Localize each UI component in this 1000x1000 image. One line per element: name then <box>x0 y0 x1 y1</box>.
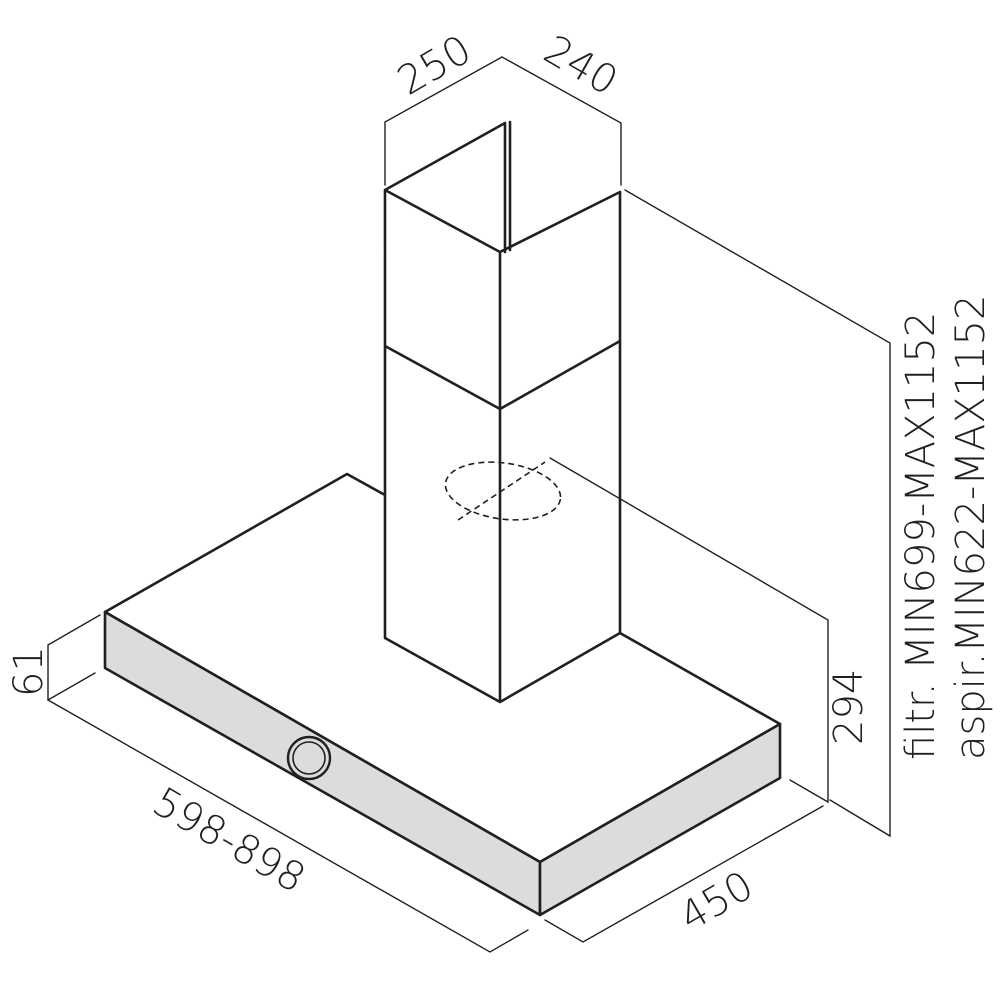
duct-outlet <box>444 461 562 521</box>
label-canopy-depth: 450 <box>672 863 761 941</box>
label-chimney-width: 250 <box>390 27 479 105</box>
label-height-filter: filtr. MIN699-MAX1152 <box>898 312 944 760</box>
label-chimney-depth: 240 <box>536 27 625 105</box>
canopy-side-panel <box>538 722 782 917</box>
canopy <box>103 472 782 917</box>
label-height-extraction: aspir.MIN622-MAX1152 <box>948 295 994 760</box>
dim-line-chimney-width <box>384 56 503 186</box>
control-knob-icon <box>286 735 332 781</box>
upper-chimney-outline <box>383 120 622 411</box>
label-front-thickness: 61 <box>6 646 52 697</box>
dimension-lines <box>47 56 891 953</box>
chimney <box>383 120 622 704</box>
dim-line-chimney-depth <box>501 56 622 186</box>
dim-line-hood-width-tick <box>47 672 96 701</box>
label-canopy-height: 294 <box>826 669 872 745</box>
canopy-front-panel <box>103 610 542 917</box>
dim-line-canopy-depth <box>544 805 824 943</box>
lower-chimney-outline <box>383 339 622 704</box>
dim-line-total-height <box>624 189 891 838</box>
label-hood-width: 598-898 <box>145 779 313 902</box>
dim-line-front-thickness <box>47 614 101 701</box>
dim-line-hood-width <box>47 699 529 953</box>
dim-line-canopy-height <box>549 457 829 804</box>
